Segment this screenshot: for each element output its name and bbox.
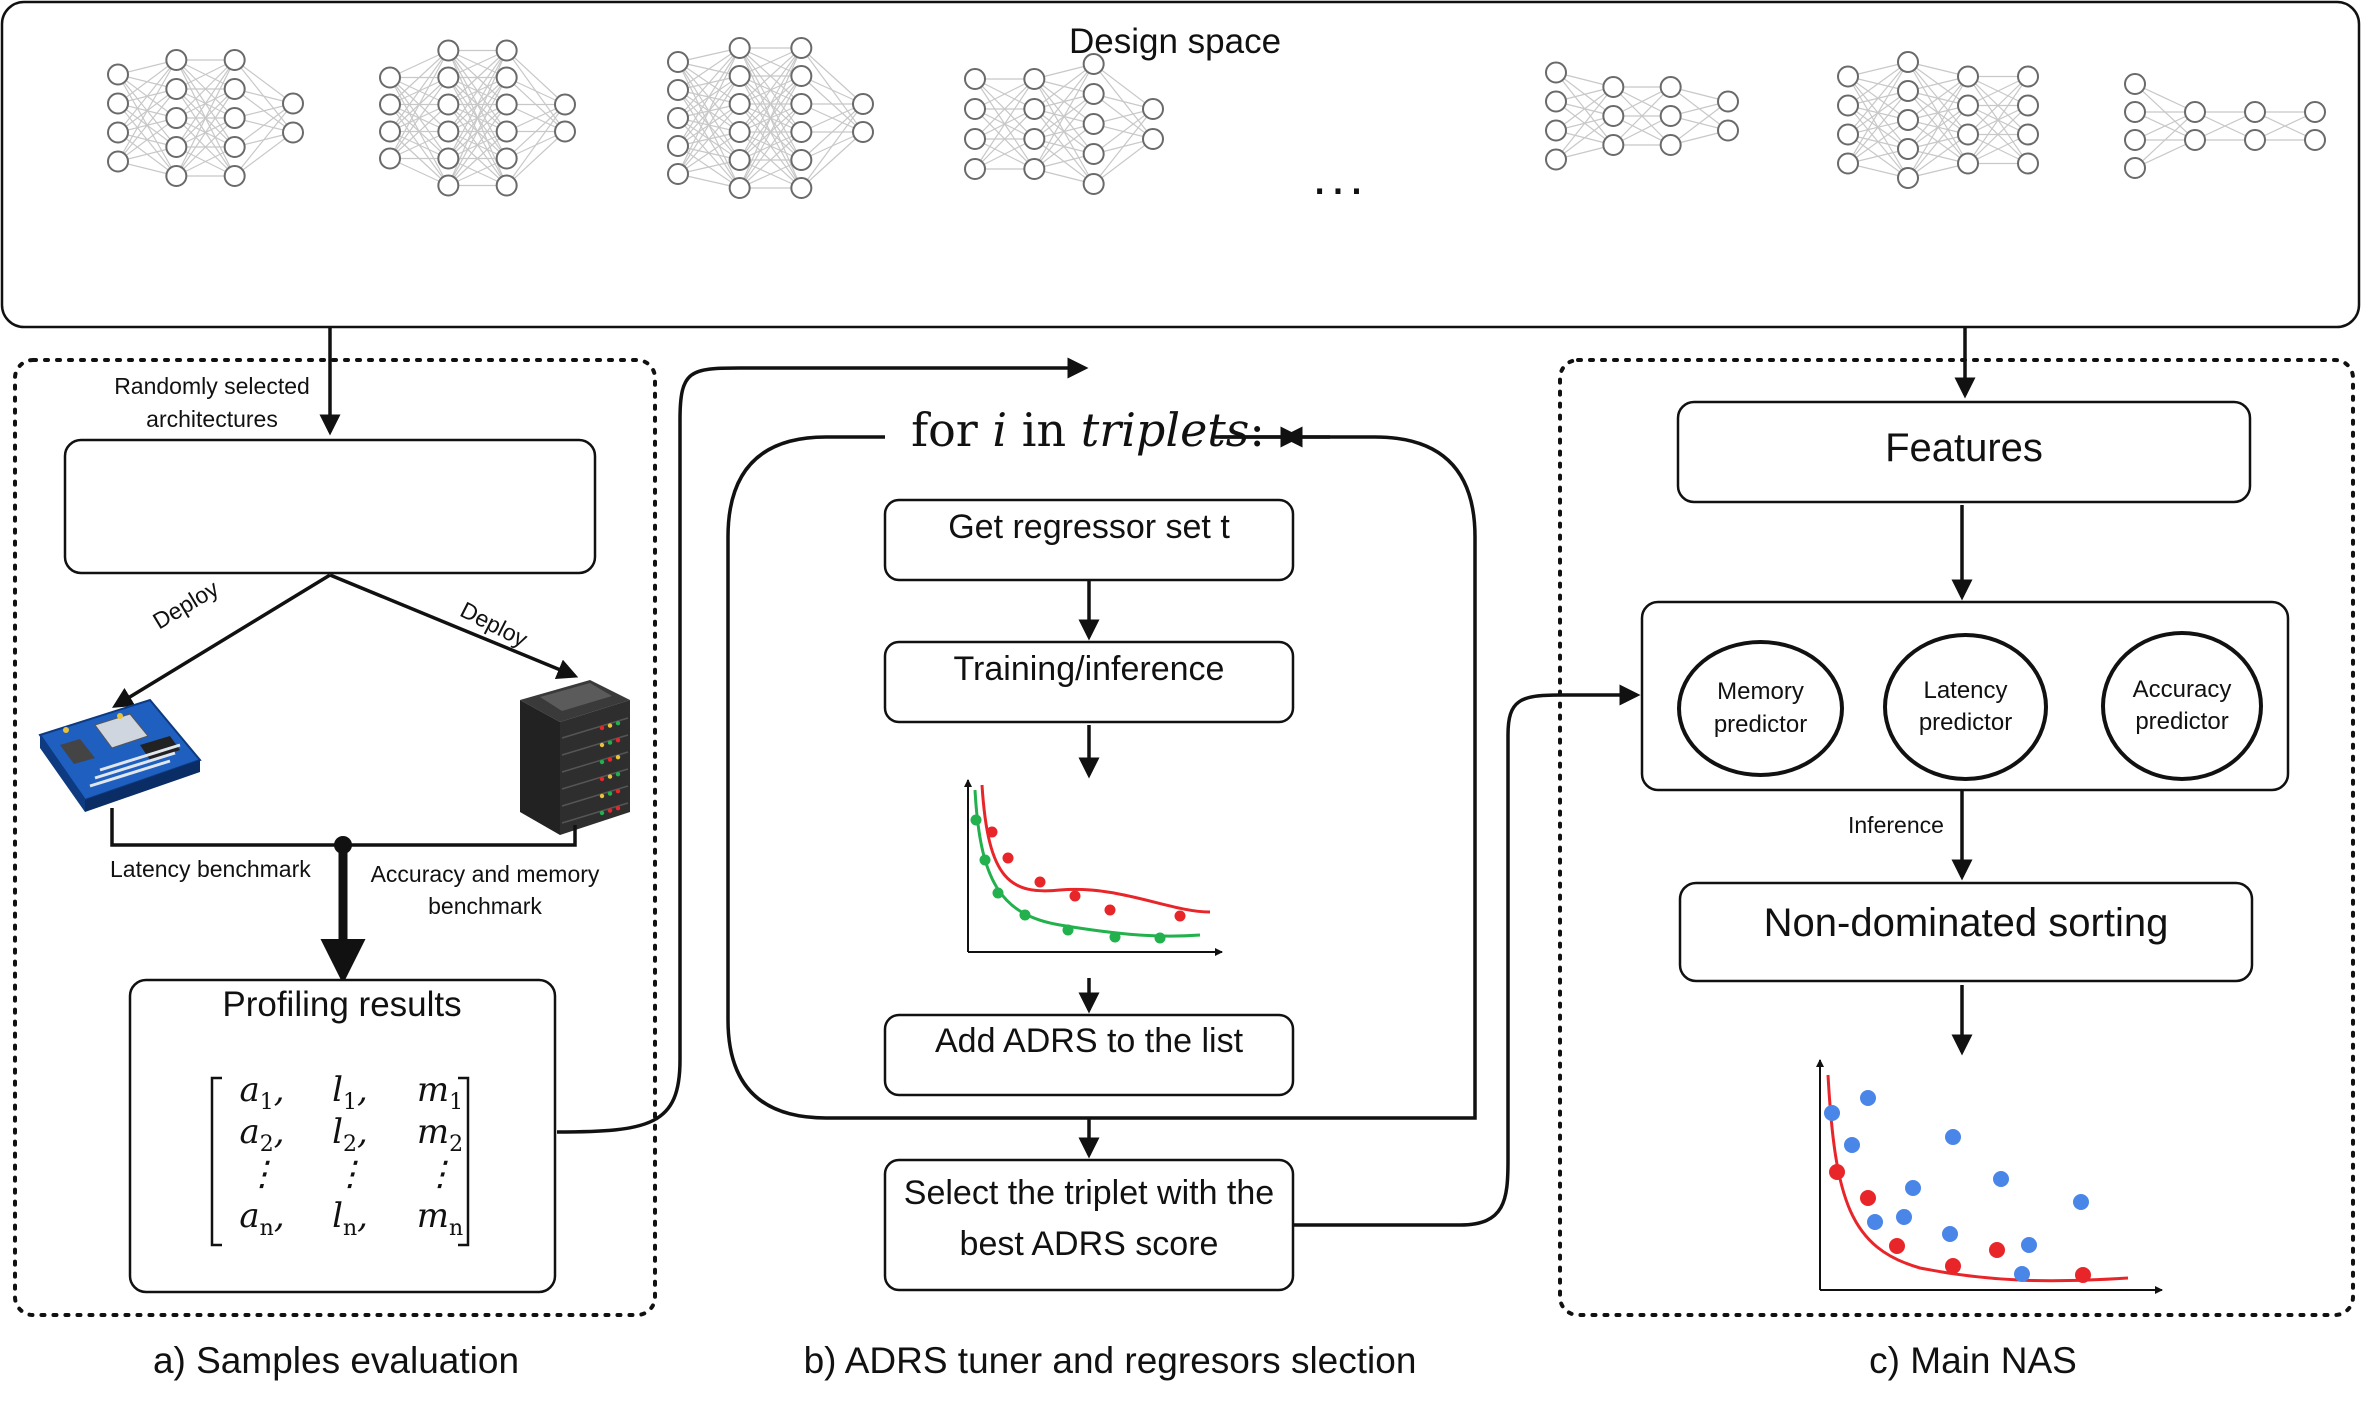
adrs-green-point — [1062, 924, 1074, 936]
dominated-point — [1945, 1129, 1961, 1145]
dominated-point — [1905, 1180, 1921, 1196]
motherboard-icon — [38, 698, 202, 812]
dominated-point — [2021, 1237, 2037, 1253]
matrix-cell: an, — [239, 1196, 285, 1241]
dominated-point — [1867, 1214, 1883, 1230]
sorting-label: Non-dominated sorting — [1763, 901, 2169, 945]
matrix-cell: mn — [416, 1196, 464, 1241]
server-icon — [520, 680, 630, 835]
adrs-red-point — [1104, 904, 1116, 916]
caption-c: c) Main NAS — [1869, 1340, 2077, 1381]
pareto-point — [1829, 1164, 1845, 1180]
dominated-point — [1860, 1090, 1876, 1106]
step-get-regressor: Get regressor set t — [948, 508, 1230, 546]
matrix-cell: a2, — [239, 1112, 285, 1157]
dominated-point — [1844, 1137, 1860, 1153]
profiling-results-title: Profiling results — [222, 985, 462, 1024]
loop-header: for i in triplets: — [911, 403, 1265, 457]
training-box — [883, 640, 1295, 724]
latency-predictor-line1: Latency — [1923, 676, 2008, 704]
selected-architectures-label: Randomly selected architectures — [114, 373, 310, 433]
matrix-cell: a1, — [239, 1070, 285, 1115]
design-network-3 — [667, 37, 874, 199]
dominated-point — [1824, 1105, 1840, 1121]
dominated-point — [2073, 1194, 2089, 1210]
inference-label: Inference — [1848, 812, 1944, 838]
adrs-curve-chart — [964, 779, 1223, 956]
memory-predictor: Memory predictor — [1677, 640, 1844, 777]
adrs-green-point — [992, 887, 1004, 899]
panel-a-border — [13, 358, 657, 1317]
matrix-cell: ⋮ — [333, 1154, 367, 1194]
adrs-green-point — [1109, 931, 1121, 943]
pareto-point — [1889, 1238, 1905, 1254]
matrix-row: a1, l1, m1 — [210, 1070, 480, 1115]
add-adrs-box — [883, 1013, 1295, 1097]
step-add-adrs: Add ADRS to the list — [934, 1022, 1244, 1060]
matrix-cell: l2, — [332, 1112, 368, 1157]
selected-architectures-box — [63, 438, 597, 575]
dominated-point — [2014, 1266, 2030, 1282]
step-select-triplet: Select the triplet with the best ADRS sc… — [903, 1174, 1275, 1263]
adrs-red-point — [1034, 876, 1046, 888]
design-network-7 — [2124, 73, 2326, 179]
design-network-4 — [964, 53, 1164, 195]
memory-predictor-line1: Memory — [1717, 678, 1804, 706]
adrs-red-point — [1174, 910, 1186, 922]
pareto-point — [1860, 1190, 1876, 1206]
matrix-cell: ⋮ — [245, 1154, 279, 1194]
matrix-row: a2, l2, m2 — [210, 1112, 480, 1157]
adrs-green-point — [1019, 909, 1031, 921]
panel-c-border — [1558, 358, 2355, 1317]
design-network-2 — [379, 39, 576, 197]
caption-a: a) Samples evaluation — [152, 1340, 520, 1381]
design-network-5 — [1545, 61, 1739, 171]
adrs-green-point — [1154, 932, 1166, 944]
caption-b: b) ADRS tuner and regresors slection — [803, 1340, 1417, 1381]
network-thumbnails — [101, 37, 2326, 553]
design-network-1 — [107, 49, 304, 187]
latency-predictor-line2: predictor — [1918, 709, 2013, 736]
adrs-red-point — [1002, 852, 1014, 864]
dominated-point — [1942, 1226, 1958, 1242]
accuracy-predictor: Accuracy predictor — [2101, 631, 2263, 781]
matrix-cell: ln, — [332, 1196, 368, 1241]
latency-benchmark-label: Latency benchmark — [110, 856, 311, 882]
adrs-green-point — [979, 854, 991, 866]
adrs-red-point — [986, 826, 998, 838]
matrix-cell: l1, — [332, 1070, 368, 1115]
memory-predictor-line2: predictor — [1713, 710, 1808, 738]
adrs-green-point — [970, 814, 982, 826]
matrix-row: ⋮ ⋮ ⋮ — [210, 1154, 480, 1198]
pareto-point — [1989, 1242, 2005, 1258]
design-space-box — [0, 0, 2361, 329]
features-box — [1676, 400, 2252, 504]
design-space-title: Design space — [1068, 22, 1282, 61]
accuracy-predictor-line1: Accuracy — [2132, 675, 2232, 703]
profiling-results-box — [128, 978, 557, 1294]
matrix-cell: m1 — [416, 1070, 464, 1115]
step-training: Training/inference — [953, 650, 1225, 688]
design-network-6 — [1837, 51, 2039, 189]
latency-predictor: Latency predictor — [1883, 633, 2048, 781]
dominated-point — [1993, 1171, 2009, 1187]
design-space-ellipsis: ... — [1312, 148, 1368, 206]
sorting-box — [1678, 881, 2254, 983]
adrs-red-point — [1069, 890, 1081, 902]
pareto-point — [1945, 1258, 1961, 1274]
matrix-cell: ⋮ — [423, 1154, 457, 1194]
accuracy-predictor-line2: predictor — [2135, 708, 2229, 735]
matrix-row: an, ln, mn — [210, 1196, 480, 1241]
matrix-cell: m2 — [416, 1112, 464, 1157]
pareto-front-chart — [1816, 1059, 2163, 1294]
accuracy-memory-benchmark-label: Accuracy and memory benchmark — [370, 861, 600, 920]
pareto-point — [2075, 1267, 2091, 1283]
features-label: Features — [1885, 426, 2043, 470]
dominated-point — [1896, 1209, 1912, 1225]
